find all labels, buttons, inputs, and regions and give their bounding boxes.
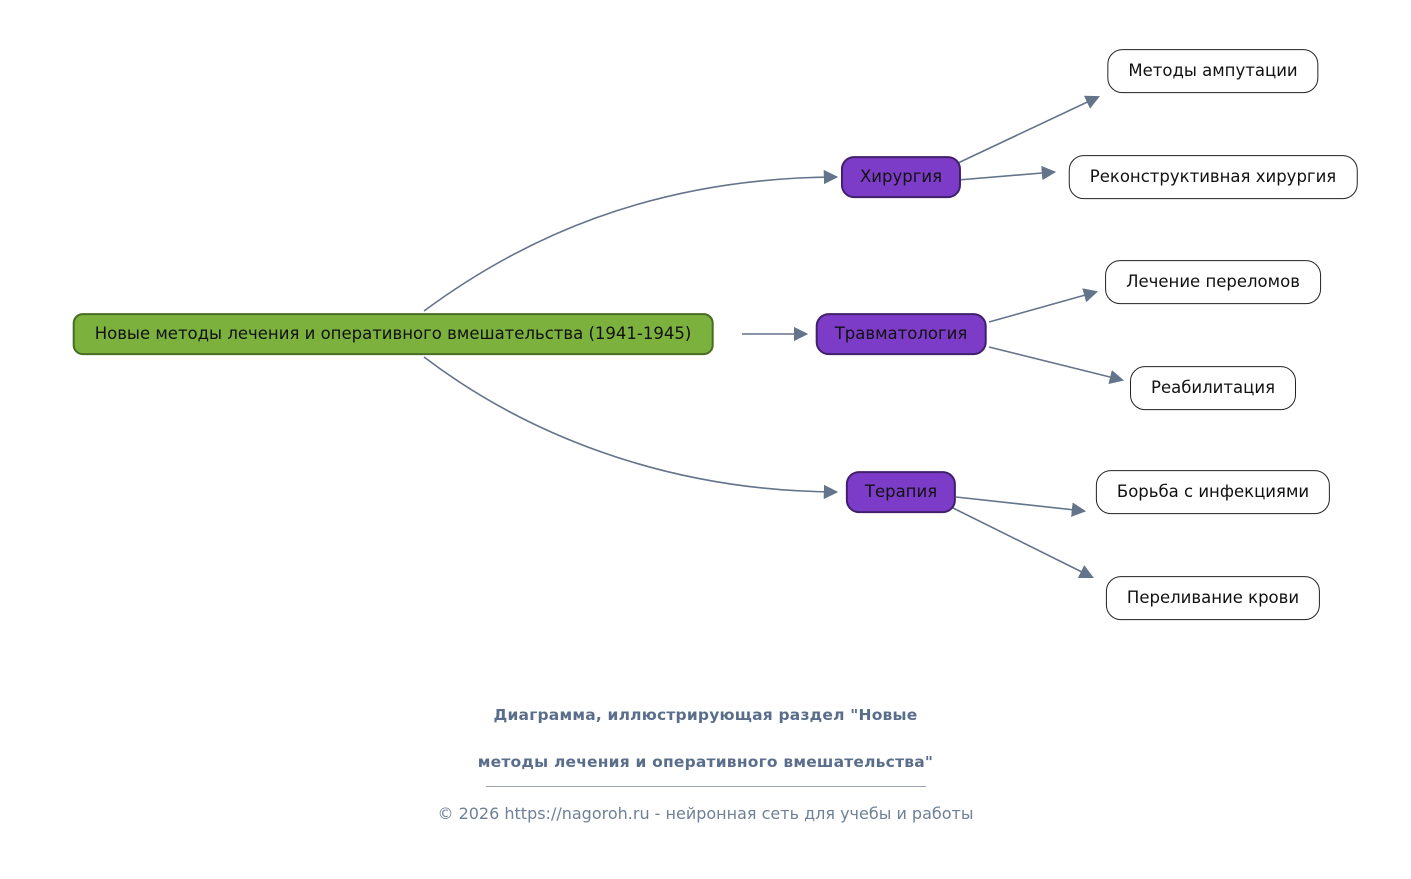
leaf-node-fracture-treatment: Лечение переломов	[1105, 260, 1321, 304]
leaf-node-rehabilitation: Реабилитация	[1130, 366, 1296, 410]
edge-root-to-therapy	[423, 356, 839, 500]
edge-traumatology-to-fractures	[988, 288, 1099, 323]
caption-line1: Диаграмма, иллюстрирующая раздел "Новые	[493, 706, 918, 724]
edge-therapy-to-infections	[955, 496, 1087, 517]
root-node: Новые методы лечения и оперативного вмеш…	[72, 313, 714, 355]
leaf-node-infection-control: Борьба с инфекциями	[1095, 470, 1331, 514]
copyright-text: © 2026 https://nagoroh.ru - нейронная се…	[437, 803, 974, 823]
footer-divider	[485, 785, 926, 787]
leaf-node-blood-transfusion: Переливание крови	[1105, 576, 1321, 620]
edge-root-to-surgery	[423, 169, 839, 312]
edge-therapy-to-transfusion	[952, 507, 1094, 579]
branch-node-surgery: Хирургия	[840, 156, 962, 198]
caption-line2: методы лечения и оперативного вмешательс…	[477, 752, 934, 771]
edge-surgery-to-amputation	[957, 95, 1100, 164]
edge-traumatology-to-rehabilitation	[988, 346, 1125, 385]
leaf-node-reconstructive-surgery: Реконструктивная хирургия	[1068, 155, 1358, 199]
branch-node-traumatology: Травматология	[815, 313, 987, 355]
leaf-node-amputation-methods: Методы ампутации	[1107, 49, 1319, 93]
branch-node-therapy: Терапия	[845, 471, 957, 513]
footer: Диаграмма, иллюстрирующая раздел "Новые …	[0, 704, 1411, 823]
edge-surgery-to-reconstructive	[957, 165, 1057, 181]
diagram-caption: Диаграмма, иллюстрирующая раздел "Новые …	[0, 704, 1411, 774]
